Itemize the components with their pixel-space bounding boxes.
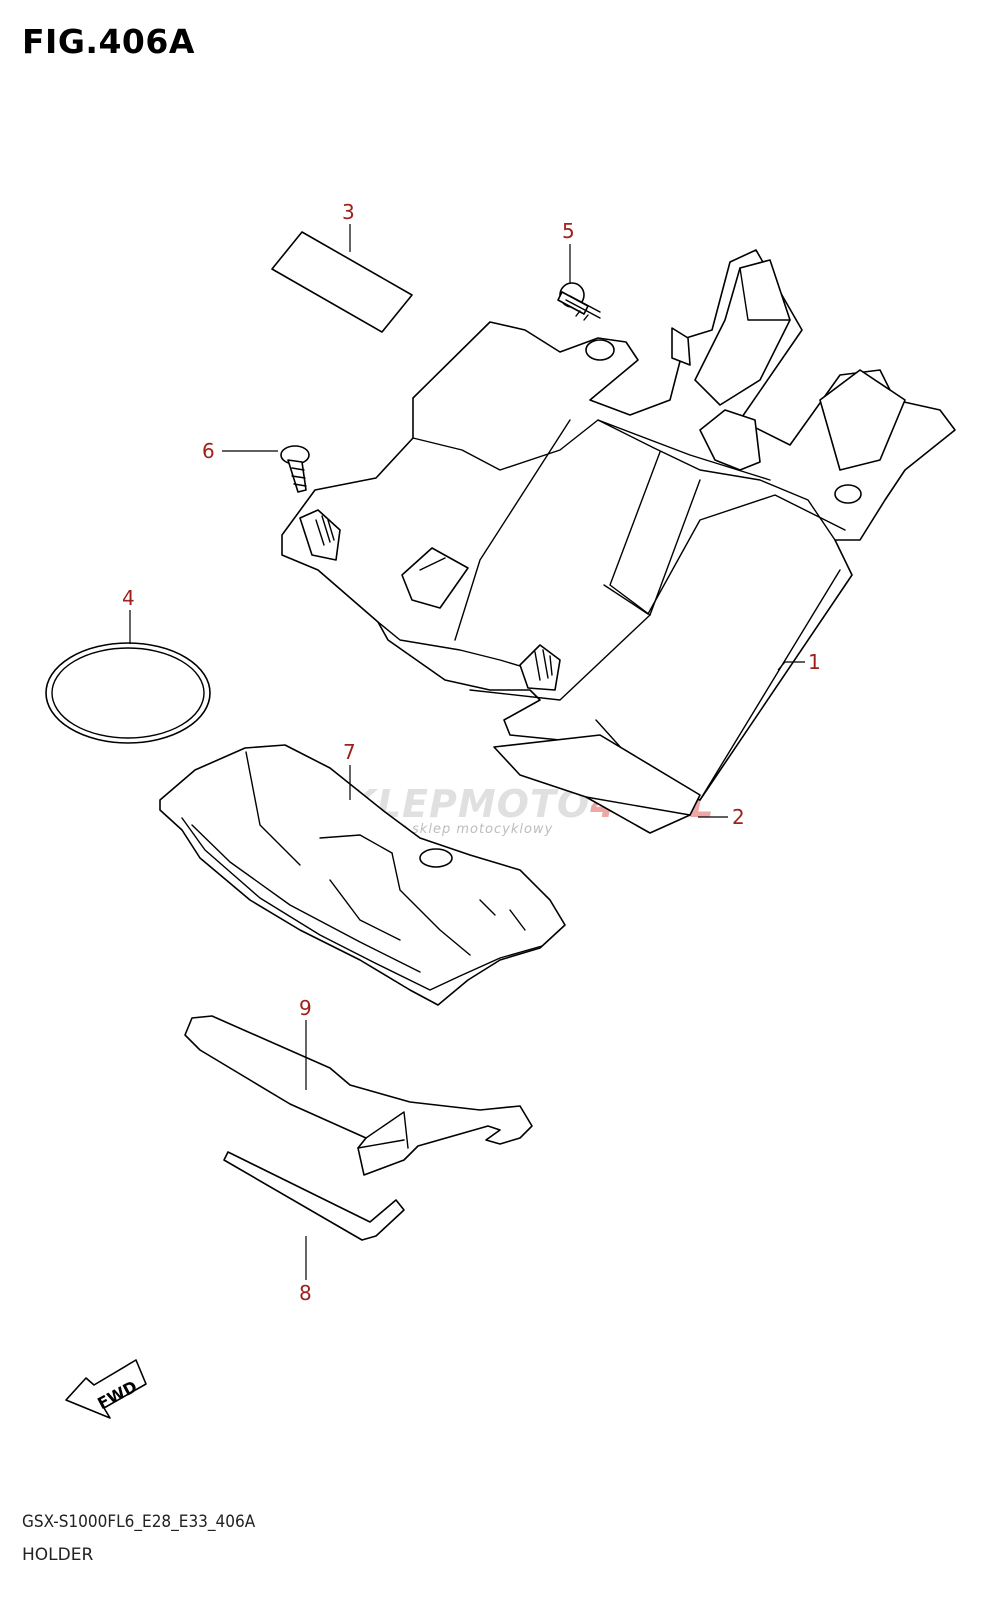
- callout-8: 8: [299, 1281, 312, 1305]
- part-3-pad: [271, 231, 413, 333]
- part-1-holder: [281, 249, 956, 801]
- part-9-wrench: [184, 1015, 533, 1176]
- fwd-arrow-icon: FWD: [65, 1359, 147, 1419]
- figure-code: GSX-S1000FL6_E28_E33_406A: [22, 1512, 256, 1532]
- callout-9: 9: [299, 996, 312, 1020]
- part-4-band: [45, 642, 211, 744]
- figure-title: FIG.406A: [22, 22, 195, 61]
- part-5-bolt: [557, 282, 601, 321]
- callout-2: 2: [732, 805, 745, 829]
- callout-7: 7: [343, 740, 356, 764]
- figure-subtitle: HOLDER: [22, 1545, 94, 1565]
- callout-5: 5: [562, 219, 575, 243]
- callouts: 3 5 6 4 1 7 2 9 8: [122, 200, 821, 1305]
- callout-6: 6: [202, 439, 215, 463]
- part-8-hexkey: [223, 1151, 405, 1241]
- callout-4: 4: [122, 586, 135, 610]
- part-7-toolbag: [159, 744, 566, 1006]
- part-2-pad: [493, 734, 701, 834]
- part-6-screw: [280, 445, 310, 493]
- callout-1: 1: [808, 650, 821, 674]
- leader-lines: [129, 224, 805, 1280]
- callout-3: 3: [342, 200, 355, 224]
